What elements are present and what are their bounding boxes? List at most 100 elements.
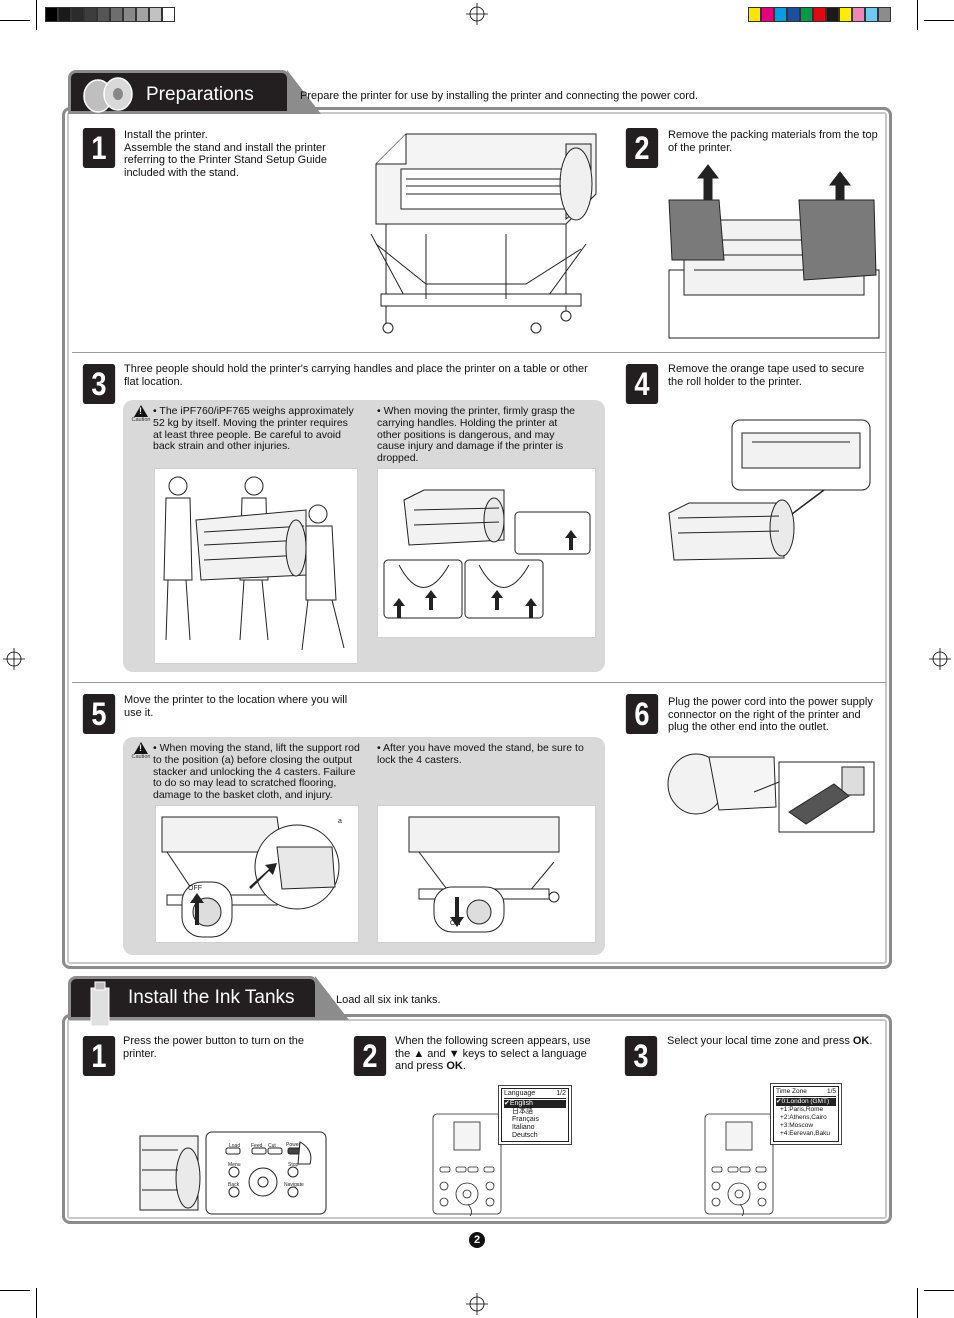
prep-step-6-text: Plug the power cord into the power suppl… (668, 696, 873, 733)
color-swatch (865, 7, 878, 22)
crop-mark-br-h (924, 1290, 954, 1291)
timezone-screen-title: Time Zone (776, 1088, 807, 1095)
prep-step-3-number: 3 (82, 364, 116, 404)
crop-mark-bl-h (0, 1290, 30, 1291)
crop-mark-br-v (917, 1288, 918, 1318)
timezone-item[interactable]: +1:Paris,Rome (780, 1106, 824, 1113)
color-swatch (71, 7, 84, 22)
language-item-selected[interactable]: ✔English (504, 1100, 566, 1108)
registration-mark-top (466, 3, 488, 25)
page-number: 2 (469, 1232, 485, 1248)
prep-step-6-number: 6 (625, 694, 659, 734)
color-swatch (97, 7, 110, 22)
ink-step-3-text: Select your local time zone and press OK… (667, 1035, 883, 1048)
color-swatch (826, 7, 839, 22)
color-swatch (878, 7, 891, 22)
language-item[interactable]: Français (512, 1116, 539, 1123)
panel-label-feed: Feed (251, 1143, 263, 1149)
timezone-item-selected[interactable]: ✔0:London (GMT) (776, 1098, 836, 1106)
check-icon: ✔ (504, 1100, 510, 1107)
caution-label: Caution (131, 754, 151, 760)
registration-mark-right (929, 648, 951, 670)
ink-step-1-number: 1 (82, 1036, 116, 1076)
ink-step-2-text: When the following screen appears, use t… (395, 1035, 605, 1073)
three-people-lifting-illustration (163, 476, 345, 651)
caution-icon: Caution (130, 742, 152, 766)
prep-step-2-text: Remove the packing materials from the to… (668, 129, 878, 154)
color-swatch (84, 7, 97, 22)
color-swatch (813, 7, 826, 22)
lock-casters-illustration (408, 816, 560, 933)
ink-step-2-text-b: . (462, 1060, 466, 1072)
ink-step-3-ok: OK (852, 1035, 870, 1047)
panel-label-stop: Stop (288, 1162, 299, 1168)
color-swatch (110, 7, 123, 22)
label-on: ON (450, 920, 461, 927)
prep-step-1-text: Install the printer. Assemble the stand … (124, 129, 328, 179)
ink-tank-icon (90, 981, 110, 1027)
panel-label-navigate: Navigate (284, 1182, 304, 1188)
crop-mark-tr-h (924, 20, 954, 21)
ink-step-2-ok: OK (446, 1060, 463, 1072)
printer-on-stand-illustration (370, 133, 597, 334)
tape-roll-icon (83, 77, 133, 113)
registration-mark-left (3, 648, 25, 670)
color-swatch (761, 7, 774, 22)
color-swatch (45, 7, 58, 22)
prep-step-4-text: Remove the orange tape used to secure th… (668, 363, 865, 388)
control-panel-illustration-2 (432, 1113, 502, 1216)
panel-label-power: Power (286, 1142, 301, 1148)
timezone-item[interactable]: +2:Athens,Cairo (780, 1114, 827, 1121)
packing-materials-illustration (668, 164, 880, 339)
color-swatch (787, 7, 800, 22)
preparations-title: Preparations (146, 84, 254, 105)
caution-icon: Caution (130, 405, 152, 429)
panel-label-cut: Cut (268, 1143, 276, 1149)
prep-step-2-number: 2 (625, 128, 659, 168)
crop-mark-bl-v (36, 1288, 37, 1318)
timezone-item[interactable]: +3:Moscow (780, 1122, 814, 1129)
prep-divider-1 (72, 352, 886, 353)
ink-tab (68, 976, 349, 1020)
timezone-item[interactable]: +4:Eerevan,Baku (780, 1130, 831, 1137)
color-swatch (149, 7, 162, 22)
ink-step-3-text-a: Select your local time zone and press (667, 1035, 853, 1047)
color-swatch (800, 7, 813, 22)
prep-divider-2 (72, 682, 886, 683)
check-icon: ✔ (776, 1098, 782, 1105)
registration-mark-bottom (466, 1293, 488, 1315)
language-item[interactable]: 日本語 (512, 1108, 533, 1115)
label-a: a (338, 818, 342, 825)
color-bar (748, 7, 891, 22)
caution-5-left-text: • When moving the stand, lift the suppor… (153, 742, 360, 802)
greyscale-bar (45, 7, 175, 22)
caution-5-right-text: • After you have moved the stand, be sur… (377, 742, 584, 766)
language-item[interactable]: Italiano (512, 1124, 535, 1131)
language-item[interactable]: Deutsch (512, 1132, 538, 1139)
label-off: OFF (188, 885, 202, 892)
panel-label-menu: Menu (228, 1162, 241, 1168)
orange-tape-illustration (668, 419, 871, 561)
caution-3-left-text: • The iPF760/iPF765 weighs approximately… (153, 405, 354, 453)
control-panel-illustration-3 (704, 1113, 774, 1216)
panel-label-back: Back (228, 1182, 240, 1188)
color-swatch (162, 7, 175, 22)
timezone-screen-page: 1/5 (826, 1088, 836, 1095)
prep-step-1-number: 1 (82, 128, 116, 168)
color-swatch (123, 7, 136, 22)
panel-label-load: Load (229, 1143, 241, 1149)
color-swatch (839, 7, 852, 22)
ink-title: Install the Ink Tanks (128, 987, 295, 1008)
crop-mark-tl-h (0, 20, 30, 21)
power-button-illustration (139, 1131, 327, 1215)
prep-step-5-number: 5 (82, 694, 116, 734)
support-rod-illustration (161, 816, 340, 938)
power-cord-illustration (667, 753, 875, 833)
language-screen-title: Language (504, 1090, 536, 1097)
color-swatch (136, 7, 149, 22)
color-swatch (774, 7, 787, 22)
timezone-screen: Time Zone 1/5 ✔0:London (GMT) +1:Paris,Ro… (773, 1086, 839, 1142)
caution-3-right-text: • When moving the printer, firmly grasp … (377, 405, 576, 465)
ink-step-1-text: Press the power button to turn on the pr… (123, 1035, 305, 1060)
